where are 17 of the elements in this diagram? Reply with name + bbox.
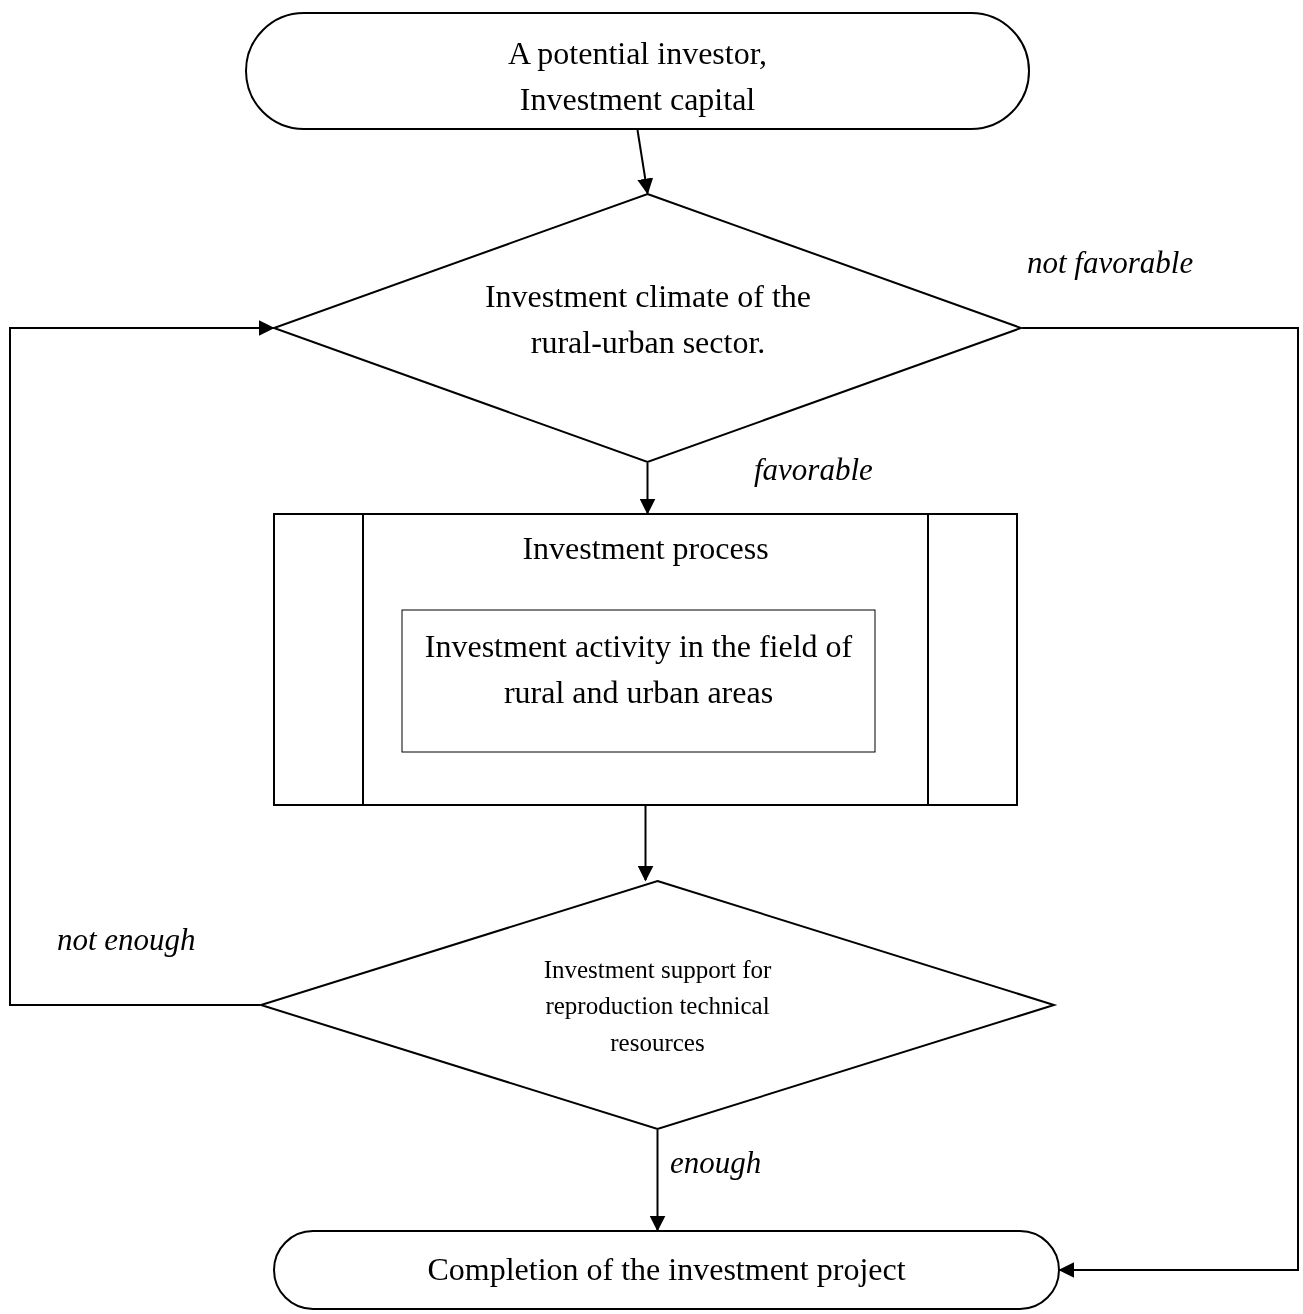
- node-label: Investment activity in the field of rural and urban areas: [423, 627, 854, 713]
- node-label: Investment climate of the rural-urban sector.: [483, 277, 813, 363]
- process-box: [273, 513, 1018, 806]
- arrow: [649, 1129, 666, 1232]
- arrow: [9, 320, 275, 1006]
- arrow: [636, 129, 654, 195]
- arrow: [1021, 327, 1299, 1278]
- arrow: [637, 805, 654, 882]
- node-label: Investment process: [521, 529, 770, 568]
- arrow: [639, 462, 656, 515]
- node-label: Completion of the investment project: [426, 1250, 907, 1289]
- start-terminal: [245, 12, 1030, 130]
- node-label: Investment support for reproduction technical resources: [542, 955, 773, 1058]
- activity-box: [401, 609, 876, 753]
- decision-diamond: [260, 880, 1055, 1130]
- end-terminal: [273, 1230, 1060, 1310]
- node-label: A potential investor, Investment capital: [506, 34, 769, 120]
